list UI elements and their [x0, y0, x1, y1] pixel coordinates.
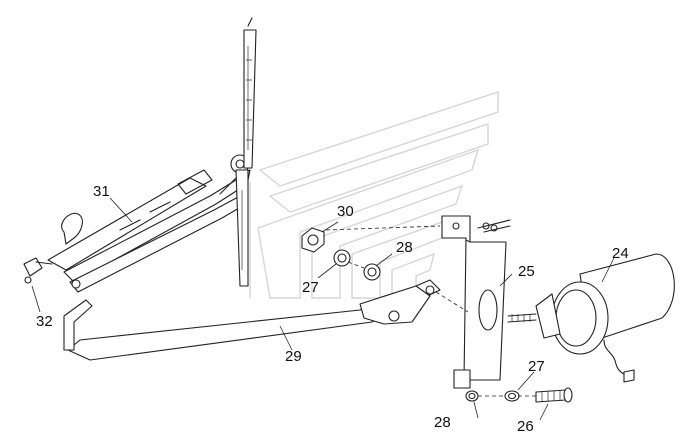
callout-32: 32	[36, 313, 53, 330]
leader-lines	[31, 197, 615, 421]
callout-31: 31	[93, 183, 110, 200]
callout-25: 25	[518, 263, 535, 280]
nut	[301, 227, 325, 253]
wiper-arm	[47, 154, 251, 293]
seal-ring-upper	[363, 263, 381, 281]
callout-26: 26	[517, 418, 534, 435]
washer-lower	[504, 390, 520, 402]
callout-30: 30	[337, 203, 354, 220]
washer-upper	[333, 249, 351, 267]
screw	[535, 387, 573, 403]
callout-28-upper: 28	[396, 239, 413, 256]
callout-24: 24	[612, 245, 629, 262]
callout-27-upper: 27	[302, 279, 319, 296]
hose-connector	[23, 257, 53, 284]
mounting-bracket	[441, 215, 511, 389]
wiper-motor	[507, 253, 675, 383]
wiper-linkage-rod	[63, 279, 441, 361]
wiper-blade	[235, 17, 257, 287]
callout-28-lower: 28	[434, 414, 451, 431]
callout-29: 29	[285, 348, 302, 365]
assembly-lines	[325, 225, 536, 397]
seal-ring-lower	[465, 390, 479, 402]
callout-27-lower: 27	[528, 358, 545, 375]
